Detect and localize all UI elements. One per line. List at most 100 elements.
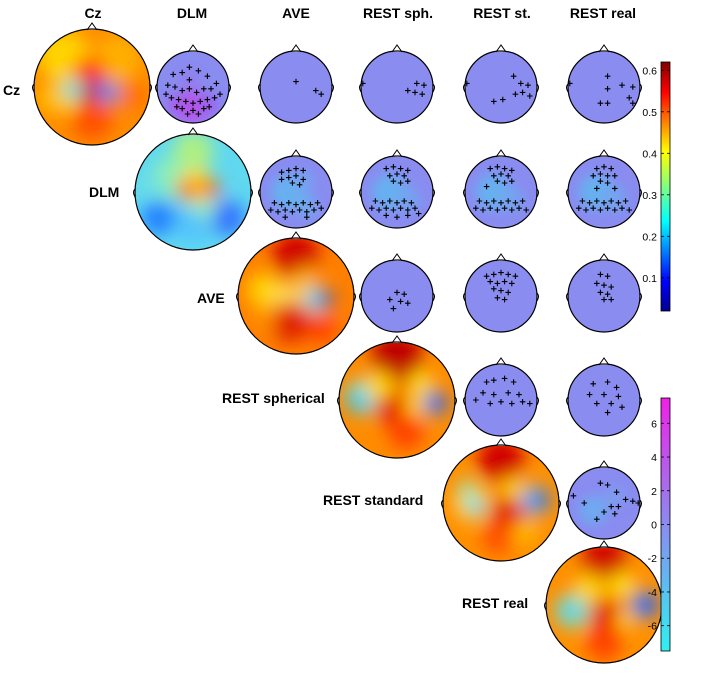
difference-topoplot-rest-st-vs-rest-real-nose xyxy=(598,460,610,469)
difference-topoplot-ave-vs-rest-st-nose xyxy=(495,253,507,262)
difference-topoplot-ave-vs-rest-st-head-outline xyxy=(464,259,538,333)
difference-topoplot-dlm-vs-rest-st xyxy=(463,149,539,229)
difference-topoplot-cz-vs-rest-sph-nose xyxy=(391,44,403,53)
difference-topoplot-rest-sph-vs-rest-real xyxy=(566,357,642,437)
topoplot-rest-real-nose xyxy=(598,540,610,549)
row-label-rest-spherical: REST spherical xyxy=(222,390,325,406)
difference-topoplot-dlm-vs-rest-st-head-outline xyxy=(464,155,538,229)
difference-topoplot-rest-st-vs-rest-real-head-outline xyxy=(567,466,641,540)
topoplot-rest-sph-nose xyxy=(391,335,403,344)
colorbar-difference-tick-label: 6 xyxy=(651,418,657,430)
difference-topoplot-cz-vs-dlm-nose xyxy=(187,44,199,53)
row-label-rest-standard: REST standard xyxy=(323,492,423,508)
difference-topoplot-rest-sph-vs-rest-st-significance-markers xyxy=(473,375,533,407)
topoplot-rest-sph-head-outline xyxy=(338,341,456,459)
row-label-ave: AVE xyxy=(197,290,225,306)
topoplot-dlm-nose xyxy=(187,127,199,136)
difference-topoplot-rest-st-vs-rest-real-significance-markers xyxy=(570,480,640,522)
difference-topoplot-dlm-vs-ave-nose xyxy=(290,149,302,158)
topoplot-rest-st-head-outline xyxy=(442,444,560,562)
difference-topoplot-dlm-vs-rest-real-head-outline xyxy=(567,155,641,229)
difference-topoplot-dlm-vs-rest-sph-significance-markers xyxy=(369,164,422,220)
difference-topoplot-cz-vs-rest-sph xyxy=(359,44,435,124)
difference-topoplot-ave-vs-rest-sph-head-outline xyxy=(360,259,434,333)
difference-topoplot-rest-sph-vs-rest-real-head-outline xyxy=(567,363,641,437)
difference-topoplot-rest-sph-vs-rest-real-nose xyxy=(598,357,610,366)
colorbar-correlation-tick-label: 0.6 xyxy=(642,65,657,77)
difference-topoplot-cz-vs-dlm xyxy=(155,44,231,124)
difference-topoplot-dlm-vs-rest-real xyxy=(566,149,642,229)
colorbar-correlation-tick-label: 0.1 xyxy=(642,273,657,285)
column-header-cz: Cz xyxy=(84,5,101,21)
difference-topoplot-cz-vs-dlm-significance-markers xyxy=(163,64,223,117)
colorbar-difference-tick-label: 2 xyxy=(651,486,657,498)
difference-topoplot-ave-vs-rest-sph xyxy=(359,253,435,333)
difference-topoplot-cz-vs-rest-real-significance-markers xyxy=(568,73,636,106)
difference-topoplot-dlm-vs-rest-sph-head-outline xyxy=(360,155,434,229)
difference-topoplot-ave-vs-rest-real-head-outline xyxy=(567,259,641,333)
difference-topoplot-cz-vs-rest-real-nose xyxy=(598,44,610,53)
column-header-ave: AVE xyxy=(282,5,310,21)
difference-topoplot-dlm-vs-rest-st-significance-markers xyxy=(473,164,529,213)
topoplot-matrix xyxy=(32,22,664,664)
difference-topoplot-cz-vs-ave xyxy=(258,44,334,124)
row-label-cz: Cz xyxy=(3,82,20,98)
difference-topoplot-cz-vs-rest-sph-significance-markers xyxy=(361,80,427,97)
colorbar-difference-tick-label: 4 xyxy=(651,452,657,464)
colorbar-correlation-tick-label: 0.4 xyxy=(642,148,657,160)
difference-topoplot-rest-st-vs-rest-real xyxy=(566,460,642,540)
colorbar-correlation-tick-label: 0.5 xyxy=(642,107,657,119)
topoplot-cz-nose xyxy=(86,22,98,31)
difference-topoplot-cz-vs-dlm-head-outline xyxy=(156,50,230,124)
difference-topoplot-cz-vs-ave-head-outline xyxy=(259,50,333,124)
difference-topoplot-ave-vs-rest-real-nose xyxy=(598,253,610,262)
row-label-dlm: DLM xyxy=(89,184,119,200)
difference-topoplot-dlm-vs-rest-real-significance-markers xyxy=(576,164,632,213)
row-label-rest-real: REST real xyxy=(462,595,528,611)
difference-topoplot-cz-vs-rest-st xyxy=(463,44,539,124)
colorbar-correlation-tick-label: 0.2 xyxy=(642,231,657,243)
colorbar-correlation: 0.6 0.5 0.4 0.3 0.2 0.1 xyxy=(642,61,671,312)
topoplot-rest-st xyxy=(441,438,561,562)
difference-topoplot-dlm-vs-rest-sph xyxy=(359,149,435,229)
difference-topoplot-cz-vs-ave-nose xyxy=(290,44,302,53)
column-header-dlm: DLM xyxy=(177,5,207,21)
colorbar-correlation-tick-label: 0.3 xyxy=(642,190,657,202)
column-header-rest-st: REST st. xyxy=(473,5,531,21)
topoplot-dlm-head-outline xyxy=(134,133,252,251)
difference-topoplot-ave-vs-rest-real xyxy=(566,253,642,333)
colorbar-difference-tick-label: 0 xyxy=(651,520,657,532)
difference-topoplot-ave-vs-rest-st-significance-markers xyxy=(483,269,519,303)
colorbar-difference-tick-label: -6 xyxy=(648,621,657,633)
difference-topoplot-dlm-vs-ave-significance-markers xyxy=(268,165,324,220)
colorbar-correlation-bar xyxy=(660,61,671,312)
topoplot-rest-sph xyxy=(337,335,457,459)
topoplot-dlm xyxy=(133,127,253,251)
topoplot-cz xyxy=(32,22,152,146)
difference-topoplot-cz-vs-rest-real-head-outline xyxy=(567,50,641,124)
difference-topoplot-rest-sph-vs-rest-st-head-outline xyxy=(464,363,538,437)
difference-topoplot-dlm-vs-rest-st-nose xyxy=(495,149,507,158)
topoplot-cz-head-outline xyxy=(33,28,151,146)
colorbar-difference-tick-label: -4 xyxy=(648,587,657,599)
difference-topoplot-dlm-vs-rest-sph-nose xyxy=(391,149,403,158)
difference-topoplot-ave-vs-rest-st xyxy=(463,253,539,333)
column-header-rest-real: REST real xyxy=(570,5,636,21)
difference-topoplot-dlm-vs-ave-head-outline xyxy=(259,155,333,229)
topoplot-rest-real xyxy=(544,540,664,664)
difference-topoplot-cz-vs-rest-st-nose xyxy=(495,44,507,53)
difference-topoplot-cz-vs-rest-real xyxy=(566,44,642,124)
difference-topoplot-ave-vs-rest-sph-significance-markers xyxy=(387,289,411,312)
difference-topoplot-cz-vs-rest-sph-head-outline xyxy=(360,50,434,124)
difference-topoplot-cz-vs-rest-st-head-outline xyxy=(464,50,538,124)
difference-topoplot-rest-sph-vs-rest-st xyxy=(463,357,539,437)
difference-topoplot-cz-vs-rest-st-significance-markers xyxy=(465,73,533,105)
column-header-rest-sph: REST sph. xyxy=(363,5,433,21)
difference-topoplot-rest-sph-vs-rest-real-significance-markers xyxy=(586,379,625,416)
topoplot-ave xyxy=(236,231,356,355)
difference-topoplot-ave-vs-rest-sph-nose xyxy=(391,253,403,262)
difference-topoplot-dlm-vs-rest-real-nose xyxy=(598,149,610,158)
difference-topoplot-cz-vs-ave-significance-markers xyxy=(293,78,324,97)
